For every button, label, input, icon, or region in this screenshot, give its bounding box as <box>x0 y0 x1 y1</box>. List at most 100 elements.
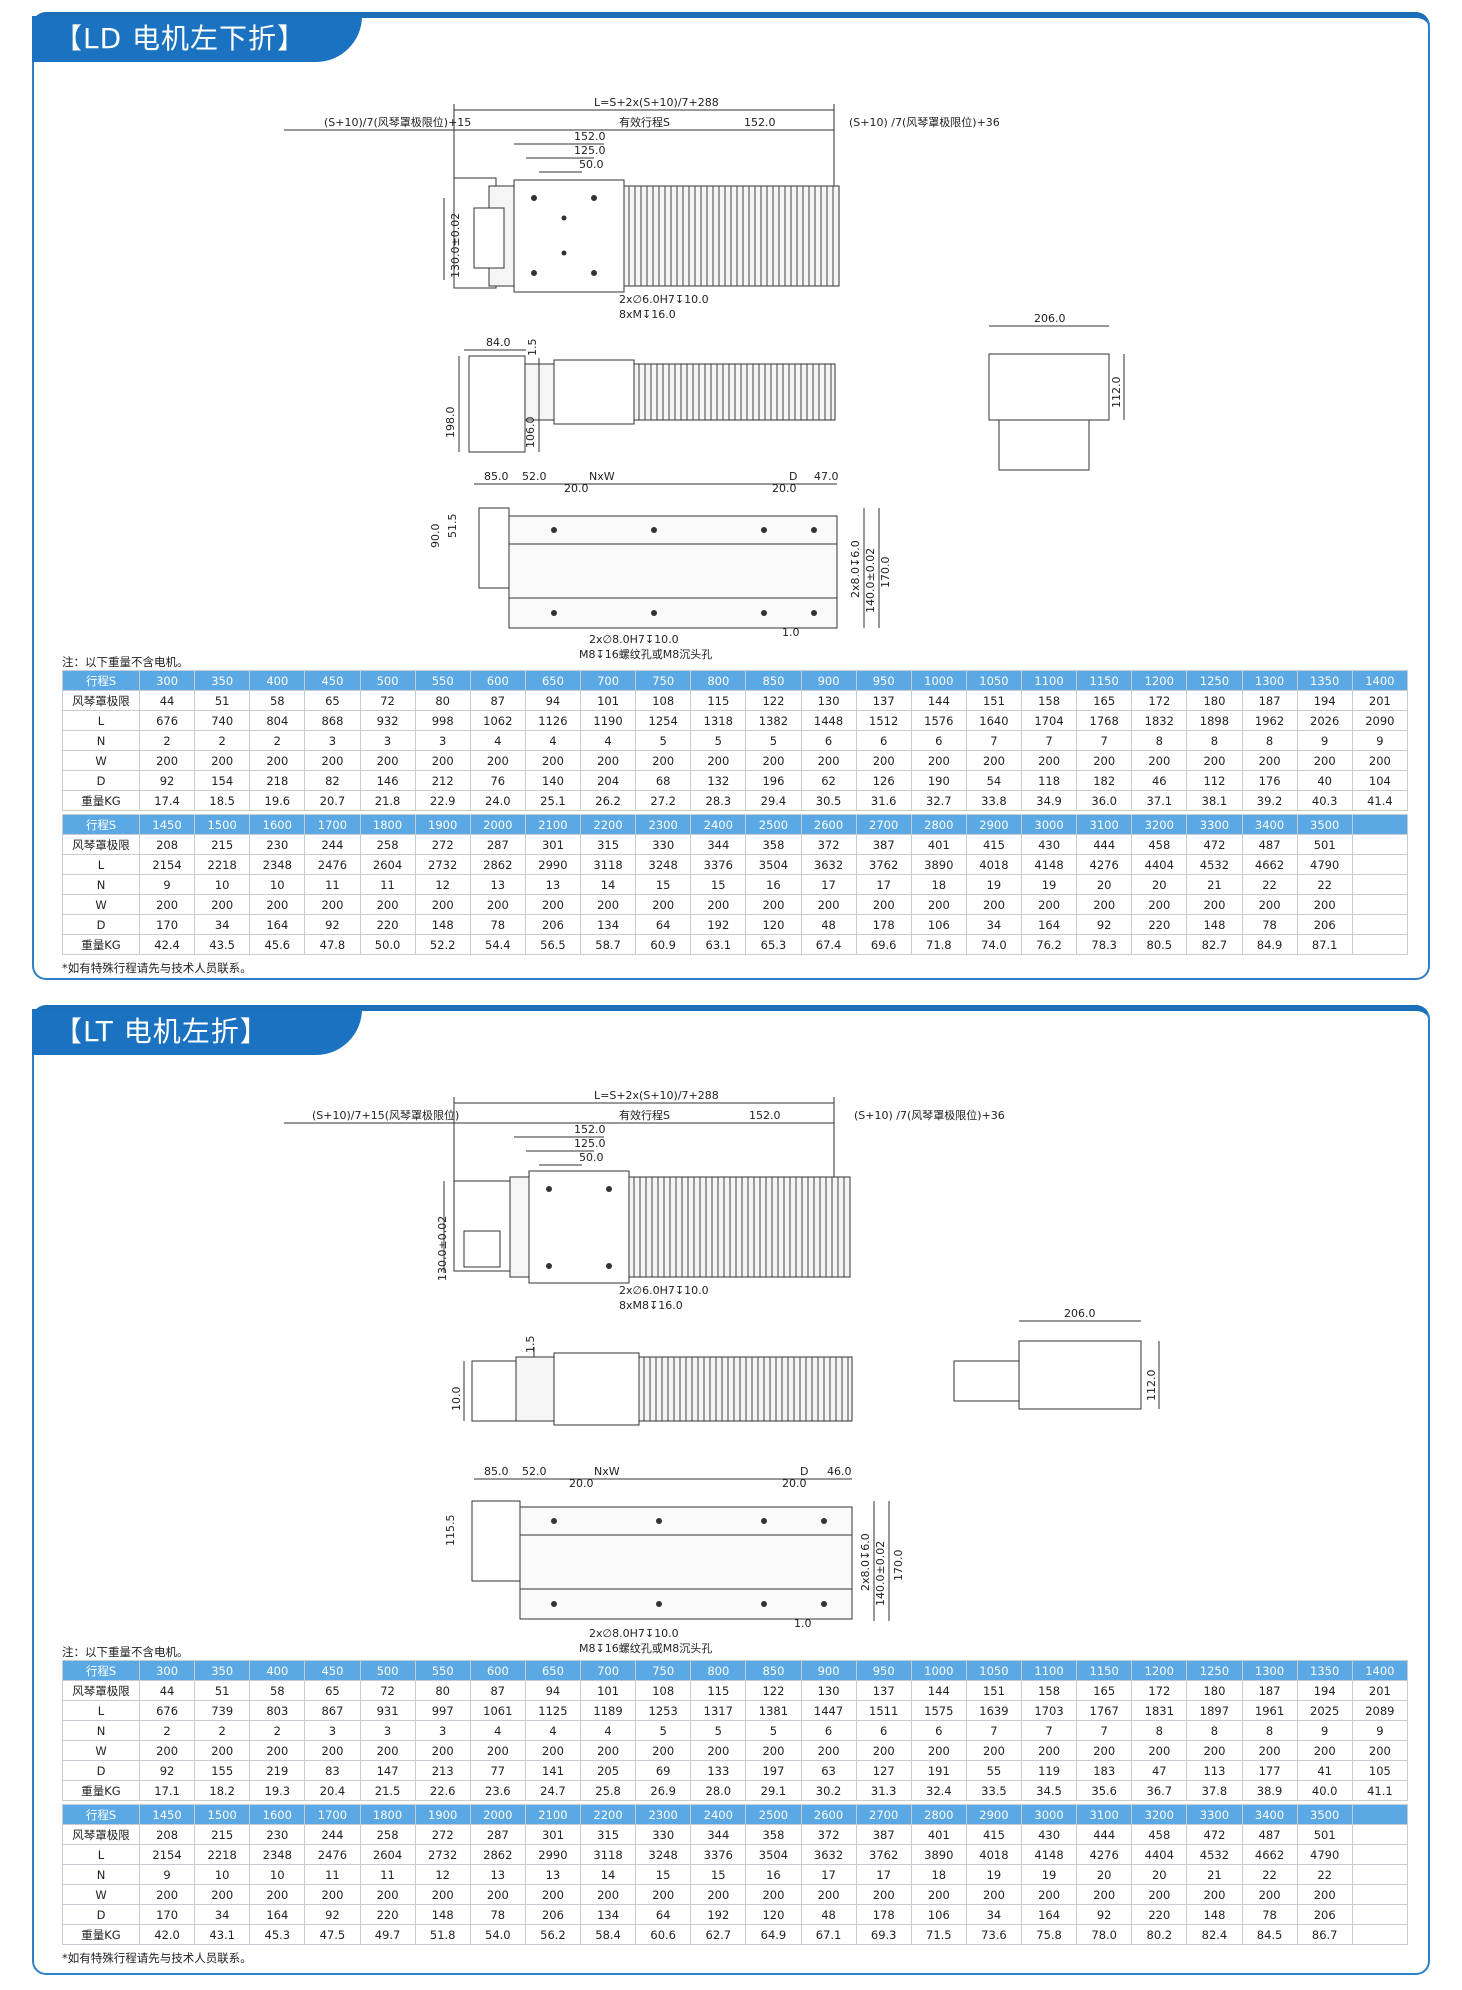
table-cell: 84.9 <box>1241 934 1298 955</box>
label-bottom-screws: M8↧16螺纹孔或M8沉头孔 <box>579 647 712 661</box>
dim-right-bellows: (S+10) /7(风琴罩极限位)+36 <box>849 115 1000 129</box>
dim-51-5: 51.5 <box>446 514 459 539</box>
table-cell: 415 <box>965 1824 1023 1845</box>
table-cell: 72 <box>359 690 416 711</box>
table-cell: 190 <box>910 770 967 791</box>
section-lt: 【LT 电机左折】 <box>32 1005 1430 1975</box>
table-cell: 200 <box>855 1884 912 1905</box>
table-cell: 1832 <box>1131 710 1188 731</box>
table-cell: 3000 <box>1020 814 1078 835</box>
table-cell: 122 <box>745 690 802 711</box>
table-cell: 2800 <box>910 814 967 835</box>
table-cell: 147 <box>359 1760 416 1781</box>
table-cell: 36.7 <box>1131 1780 1188 1801</box>
table-cell: 200 <box>1131 750 1188 771</box>
table-cell: 932 <box>359 710 416 731</box>
table-cell: 200 <box>745 1884 802 1905</box>
table-cell: 700 <box>579 670 637 691</box>
table-cell: 3 <box>304 730 361 751</box>
table-cell: 200 <box>304 894 361 915</box>
dim-50: 50.0 <box>579 1151 604 1164</box>
table-cell: 58 <box>249 690 306 711</box>
table-cell: 72 <box>359 1680 416 1701</box>
table-cell: 1639 <box>965 1700 1023 1721</box>
table-cell: 8 <box>1241 1720 1298 1741</box>
table-cell: 8 <box>1241 730 1298 751</box>
table-cell: 344 <box>690 834 747 855</box>
table-cell: 3890 <box>910 1844 967 1865</box>
table-cell: 3 <box>359 1720 416 1741</box>
table-cell <box>1351 874 1409 895</box>
row-label: L <box>62 710 140 731</box>
table-cell: 1125 <box>524 1700 582 1721</box>
table-cell: 3 <box>304 1720 361 1741</box>
table-cell: 19 <box>965 874 1023 895</box>
table-cell: 258 <box>359 1824 416 1845</box>
table-cell: 287 <box>469 834 526 855</box>
table-cell: 1450 <box>138 814 196 835</box>
table-cell: 58 <box>249 1680 306 1701</box>
dim-85: 85.0 <box>484 1465 509 1478</box>
table-cell: 2100 <box>524 1804 582 1825</box>
table-cell: 900 <box>800 670 857 691</box>
label-screw-holes: 8xM↧16.0 <box>619 308 676 321</box>
row-label: N <box>62 1864 140 1885</box>
table-cell: 215 <box>194 834 251 855</box>
table-cell: 21.8 <box>359 790 416 811</box>
table-cell: 164 <box>249 914 306 935</box>
table-cell: 56.5 <box>524 934 582 955</box>
row-label: 行程S <box>62 1804 140 1825</box>
table-cell: 40.3 <box>1296 790 1353 811</box>
table-cell: 450 <box>304 670 361 691</box>
table-cell: 2900 <box>965 1804 1023 1825</box>
table-cell: 82.7 <box>1186 934 1243 955</box>
table-cell: 1800 <box>359 1804 416 1825</box>
table-cell: 22 <box>1296 874 1353 895</box>
table-cell: 3248 <box>635 854 692 875</box>
table-cell: 64 <box>635 1904 692 1925</box>
table-cell: 1000 <box>910 670 967 691</box>
table-cell: 300 <box>138 1660 196 1681</box>
table-cell: 2300 <box>635 1804 692 1825</box>
table-cell: 272 <box>414 1824 471 1845</box>
table-cell: 148 <box>1186 1904 1243 1925</box>
dim-170: 170.0 <box>892 1550 905 1582</box>
table-cell: 80.5 <box>1131 934 1188 955</box>
table-cell: 56.2 <box>524 1924 582 1945</box>
table-cell: 4 <box>579 730 637 751</box>
dim-152: 152.0 <box>574 130 606 143</box>
table-cell: 2 <box>249 730 306 751</box>
table-cell: 2025 <box>1296 1700 1353 1721</box>
table-cell: 34.9 <box>1020 790 1078 811</box>
table-cell: 200 <box>910 1884 967 1905</box>
table-cell: 200 <box>1296 750 1353 771</box>
table-cell: 37.8 <box>1186 1780 1243 1801</box>
table-cell: 182 <box>1076 770 1133 791</box>
table-cell: 1450 <box>138 1804 196 1825</box>
table-cell: 180 <box>1186 1680 1243 1701</box>
table-cell: 84.5 <box>1241 1924 1298 1945</box>
table-cell: 2400 <box>690 814 747 835</box>
table-cell: 187 <box>1241 1680 1298 1701</box>
table-cell: 200 <box>414 894 471 915</box>
dim-d: D <box>789 470 797 483</box>
table-cell: 200 <box>304 750 361 771</box>
table-cell: 200 <box>249 750 306 771</box>
table-cell: 18.2 <box>194 1780 251 1801</box>
table-cell: 200 <box>249 894 306 915</box>
table-cell: 501 <box>1296 1824 1353 1845</box>
table-cell: 134 <box>579 914 637 935</box>
label-pin-holes: 2x∅6.0H7↧10.0 <box>619 1284 709 1297</box>
technical-drawing-ld: L=S+2x(S+10)/7+288 (S+10)/7(风琴罩极限位)+15 有… <box>284 96 1125 661</box>
table-cell: 500 <box>359 1660 416 1681</box>
table-cell: 20.7 <box>304 790 361 811</box>
table-cell: 122 <box>745 1680 802 1701</box>
table-cell: 11 <box>304 1864 361 1885</box>
table-cell: 600 <box>469 1660 526 1681</box>
table-cell: 18 <box>910 874 967 895</box>
